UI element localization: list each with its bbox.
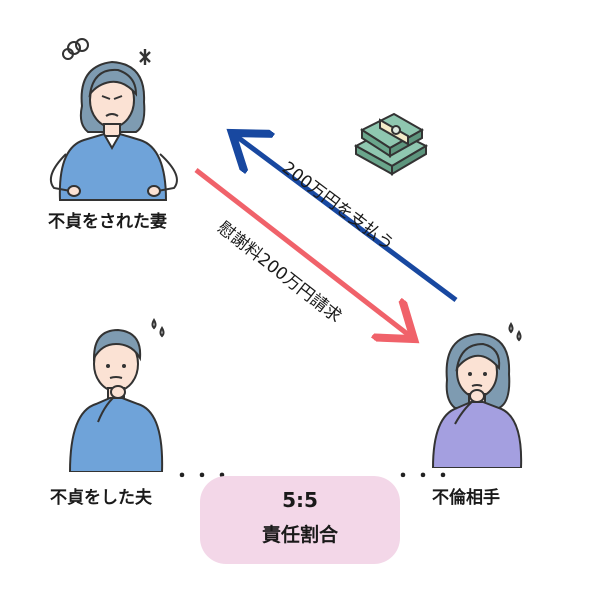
ratio-label: 責任割合 [261,524,338,546]
angry-puff-icon [62,38,89,60]
wife-label: 不貞をされた妻 [48,212,167,232]
anger-mark-icon [139,49,151,65]
sweat-drops-icon [151,318,165,338]
sweat-drops-icon [508,322,522,342]
claim-arrow [194,168,410,336]
ratio-value: 5:5 [282,488,318,512]
wife-figure [50,38,178,201]
money-stack-icon [353,112,429,176]
husband-figure [68,318,165,472]
partner-figure [431,322,523,468]
payment-arrow [236,136,458,303]
ratio-box: 5:5 責任割合 [200,476,400,564]
partner-label: 不倫相手 [432,488,500,508]
connector-dots-right: ・・・ [394,466,454,487]
husband-label: 不貞をした夫 [50,488,152,508]
